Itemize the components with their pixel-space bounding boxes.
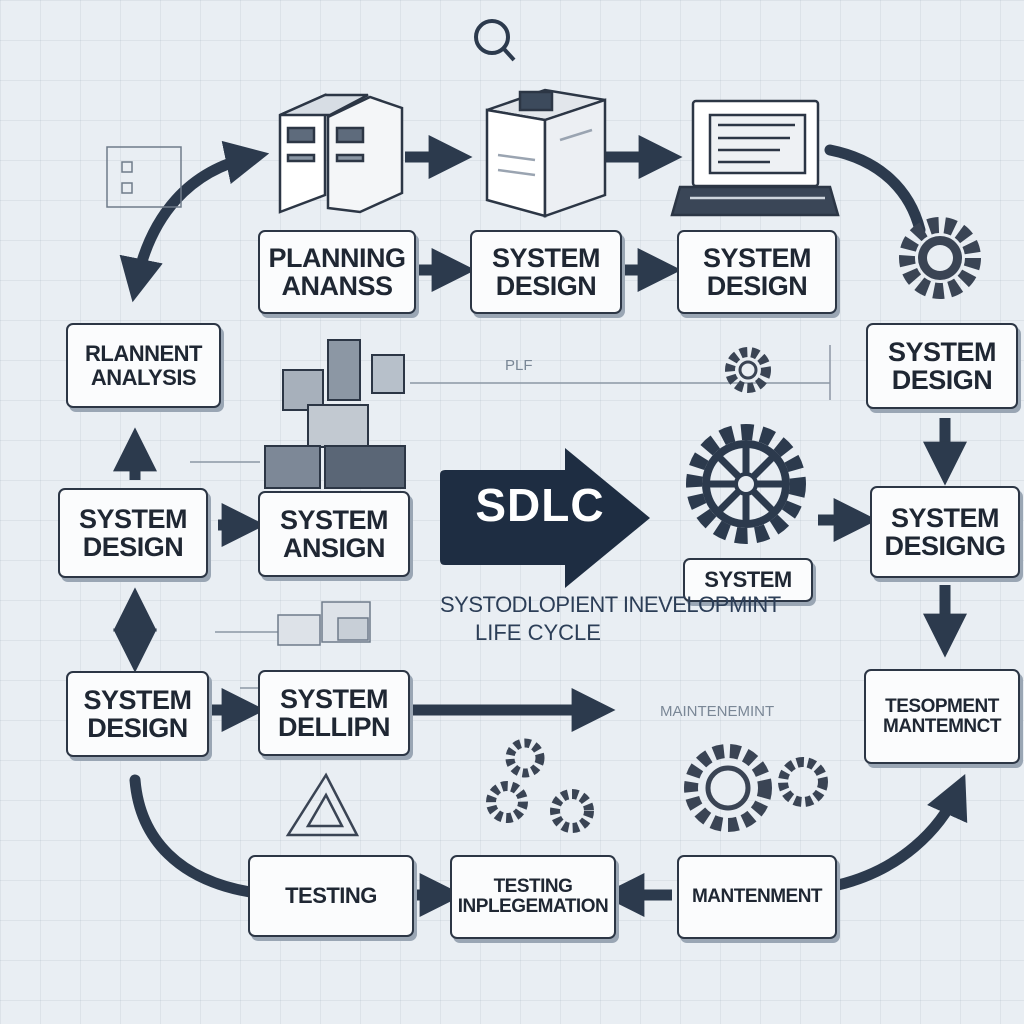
box-rlannent-analysis: RLANNENT ANALYSIS — [66, 323, 221, 408]
gear-icon — [899, 217, 981, 299]
gear-icon — [505, 738, 545, 778]
triangle-icon — [285, 772, 360, 837]
arrow-bottom-right-curve — [832, 773, 968, 891]
box-planning: PLANNING ANANSS — [258, 230, 416, 314]
box-system-design-right-upper: SYSTEM DESIGN — [866, 323, 1018, 409]
subtitle-line2: LIFE CYCLE — [475, 620, 601, 645]
box-system-design-left-mid: SYSTEM DESIGN — [58, 488, 208, 578]
subtitle-line1: SYSTODLOPIENT INEVELOPMINT — [440, 592, 781, 617]
box-testing-implementation: TESTING INPLEGEMATION — [450, 855, 616, 939]
gear-icon — [486, 781, 528, 823]
clipboard-icon — [106, 146, 182, 208]
box-system-design-left-low: SYSTEM DESIGN — [66, 671, 209, 757]
box-mantenment: MANTENMENT — [677, 855, 837, 939]
sdlc-badge-label: SDLC — [475, 479, 605, 531]
document-cube-icon — [485, 88, 607, 218]
faint-label-top: PLF — [505, 357, 533, 374]
gear-icon — [686, 424, 806, 544]
box-system-design-top-right: SYSTEM DESIGN — [677, 230, 837, 314]
gear-icon — [550, 789, 594, 833]
box-system-ansign: SYSTEM ANSIGN — [258, 491, 410, 577]
sdlc-arrow-shape — [440, 448, 650, 588]
flow-arrows — [113, 135, 967, 917]
box-system-dellipn: SYSTEM DELLIPN — [258, 670, 410, 756]
box-system-label: SYSTEM — [683, 558, 813, 602]
blocks-icon — [277, 601, 371, 646]
arrow-top-right-curve — [824, 144, 926, 236]
laptop-icon — [670, 99, 840, 217]
box-testing: TESTING — [248, 855, 414, 937]
box-tesopment-mantemnt: TESOPMENT MANTEMNCT — [864, 669, 1020, 764]
box-system-designg: SYSTEM DESIGNG — [870, 486, 1020, 578]
server-icon — [278, 93, 404, 214]
gear-icon — [725, 347, 771, 393]
arrow-bottom-left-curve — [129, 774, 256, 898]
loop-arrows — [119, 140, 968, 898]
box-system-design-top-mid: SYSTEM DESIGN — [470, 230, 622, 314]
arrow-top-left-curve — [119, 140, 270, 303]
magnifier-icon — [474, 19, 516, 62]
blocks-icon — [264, 339, 406, 489]
gear-icon — [778, 757, 828, 807]
gear-icon — [684, 744, 772, 832]
faint-label-mid: MAINTENEMINT — [660, 703, 775, 720]
